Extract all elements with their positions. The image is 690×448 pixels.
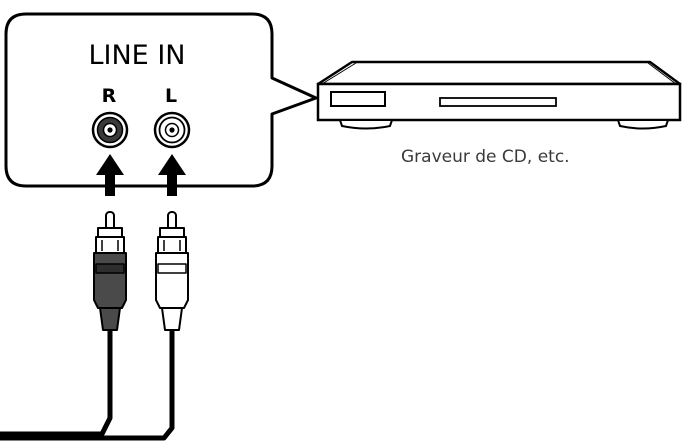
- left-arrow-up-icon: [158, 154, 186, 196]
- cd-recorder-device: [316, 60, 682, 130]
- device-caption: Graveur de CD, etc.: [401, 147, 570, 167]
- line-in-panel: [4, 12, 318, 188]
- audio-cable: [0, 330, 175, 441]
- rca-plug-white-icon: [155, 211, 189, 331]
- device-display: [330, 91, 386, 107]
- device-foot-left: [338, 119, 394, 130]
- device-foot-right: [616, 119, 670, 130]
- rca-jack-dark-icon: [91, 111, 129, 149]
- rca-jack-white-icon: [153, 111, 191, 149]
- rca-plug-dark-icon: [93, 211, 127, 331]
- right-arrow-up-icon: [96, 154, 124, 196]
- left-channel-label: L: [165, 85, 177, 107]
- panel-title: LINE IN: [88, 40, 185, 71]
- disc-tray: [439, 97, 557, 107]
- right-channel-label: R: [102, 85, 117, 107]
